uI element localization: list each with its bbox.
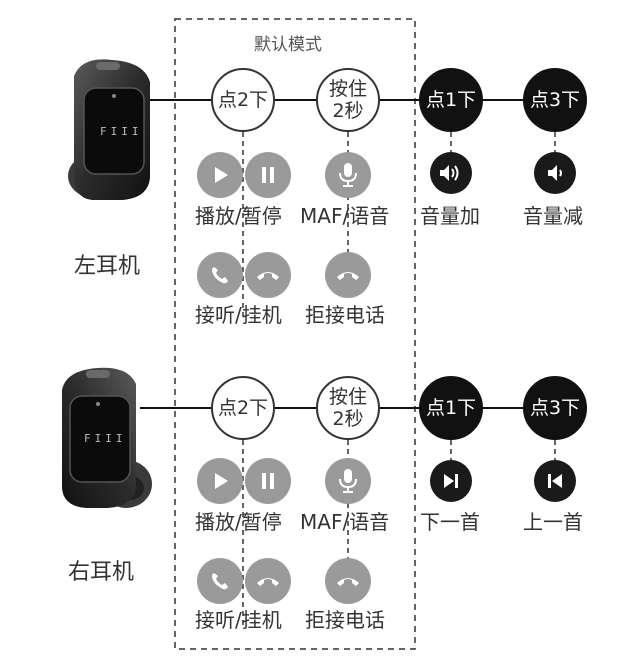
- right-maf-voice-label: MAF/语音: [300, 510, 390, 534]
- right-reject-call-label: 拒接电话: [305, 608, 385, 632]
- right-tap2-node: 点2下: [211, 376, 275, 440]
- volume-down-icon: [534, 152, 576, 194]
- right-tap2-text: 点2下: [217, 397, 269, 419]
- left-reject-call-label: 拒接电话: [305, 303, 385, 327]
- pause-icon: [245, 458, 291, 504]
- phone-answer-icon: [197, 558, 243, 604]
- left-tap1-action-label: 音量加: [420, 204, 480, 228]
- right-tap3-text: 点3下: [529, 397, 581, 419]
- play-icon: [197, 458, 243, 504]
- left-tap3-text: 点3下: [529, 89, 581, 111]
- left-hold-line2: 2秒: [332, 100, 364, 122]
- left-hold-line1: 按住: [328, 78, 367, 100]
- right-hold-line2: 2秒: [332, 408, 364, 430]
- right-tap1-text: 点1下: [425, 397, 477, 419]
- next-track-icon: [430, 460, 472, 502]
- right-tap3-action-label: 上一首: [523, 510, 583, 534]
- right-answer-hangup-label: 接听/挂机: [195, 608, 282, 632]
- previous-track-icon: [534, 460, 576, 502]
- left-playpause-label: 播放/暂停: [195, 204, 282, 228]
- right-tap3-node: 点3下: [523, 376, 587, 440]
- right-playpause-label: 播放/暂停: [195, 510, 282, 534]
- left-tap1-text: 点1下: [425, 89, 477, 111]
- microphone-icon: [325, 458, 371, 504]
- right-tap1-node: 点1下: [419, 376, 483, 440]
- right-hold-line1: 按住: [328, 386, 367, 408]
- left-tap3-action-label: 音量减: [523, 204, 583, 228]
- default-mode-box: [174, 18, 416, 650]
- right-brand-text: FIII: [84, 432, 127, 445]
- left-answer-hangup-label: 接听/挂机: [195, 303, 282, 327]
- right-tap1-action-label: 下一首: [420, 510, 480, 534]
- left-brand-text: FIII: [100, 125, 143, 138]
- left-tap1-node: 点1下: [419, 68, 483, 132]
- left-hold-node: 按住 2秒: [316, 68, 380, 132]
- left-earbud-image: [52, 58, 162, 212]
- box-title: 默认模式: [254, 35, 322, 55]
- volume-up-icon: [430, 152, 472, 194]
- phone-hangup-icon: [245, 252, 291, 298]
- reject-call-icon: [325, 252, 371, 298]
- left-maf-voice-label: MAF/语音: [300, 204, 390, 228]
- microphone-icon: [325, 152, 371, 198]
- play-icon: [197, 152, 243, 198]
- left-earbud-label: 左耳机: [74, 254, 141, 279]
- right-earbud-label: 右耳机: [68, 560, 135, 585]
- left-tap2-node: 点2下: [211, 68, 275, 132]
- left-tap3-node: 点3下: [523, 68, 587, 132]
- right-hold-node: 按住 2秒: [316, 376, 380, 440]
- phone-hangup-icon: [245, 558, 291, 604]
- pause-icon: [245, 152, 291, 198]
- left-tap2-text: 点2下: [217, 89, 269, 111]
- phone-answer-icon: [197, 252, 243, 298]
- reject-call-icon: [325, 558, 371, 604]
- right-earbud-image: [42, 366, 162, 520]
